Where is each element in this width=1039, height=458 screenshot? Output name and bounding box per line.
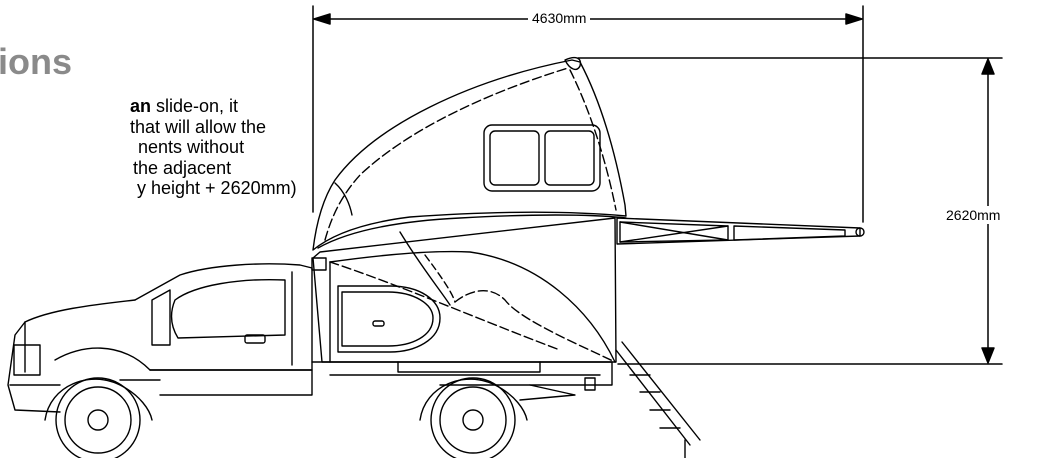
rear-wheel xyxy=(430,377,516,458)
bold-word: an xyxy=(130,96,152,116)
camper-steps xyxy=(615,341,701,458)
line-text: the adjacent xyxy=(133,157,232,178)
line-text: nents without xyxy=(138,137,245,157)
camper-roof xyxy=(312,56,627,251)
camper-awning xyxy=(616,217,865,245)
description-line: an slide-on, it xyxy=(2,96,292,117)
height-dimension-label: 2620mm xyxy=(944,206,1003,224)
front-wheel xyxy=(55,377,141,458)
camper-window xyxy=(483,124,601,192)
line-text: y height + 2620mm) xyxy=(137,178,297,198)
pickup-truck xyxy=(7,263,613,421)
description-line: the adjacent xyxy=(2,158,292,179)
description-line: y height + 2620mm) xyxy=(2,178,297,199)
camper-body xyxy=(311,217,617,363)
description-line: nents without xyxy=(2,137,292,158)
height-dimension xyxy=(577,57,1003,365)
line-text: slide-on, it xyxy=(151,96,239,116)
section-heading: ions xyxy=(0,41,73,82)
length-dimension-label: 4630mm xyxy=(528,11,591,25)
line-text: that will allow the xyxy=(130,116,267,137)
description-paragraph: an slide-on, it that will allow the nent… xyxy=(2,96,297,199)
description-line: that will allow the xyxy=(2,117,292,138)
length-dimension xyxy=(312,5,864,223)
